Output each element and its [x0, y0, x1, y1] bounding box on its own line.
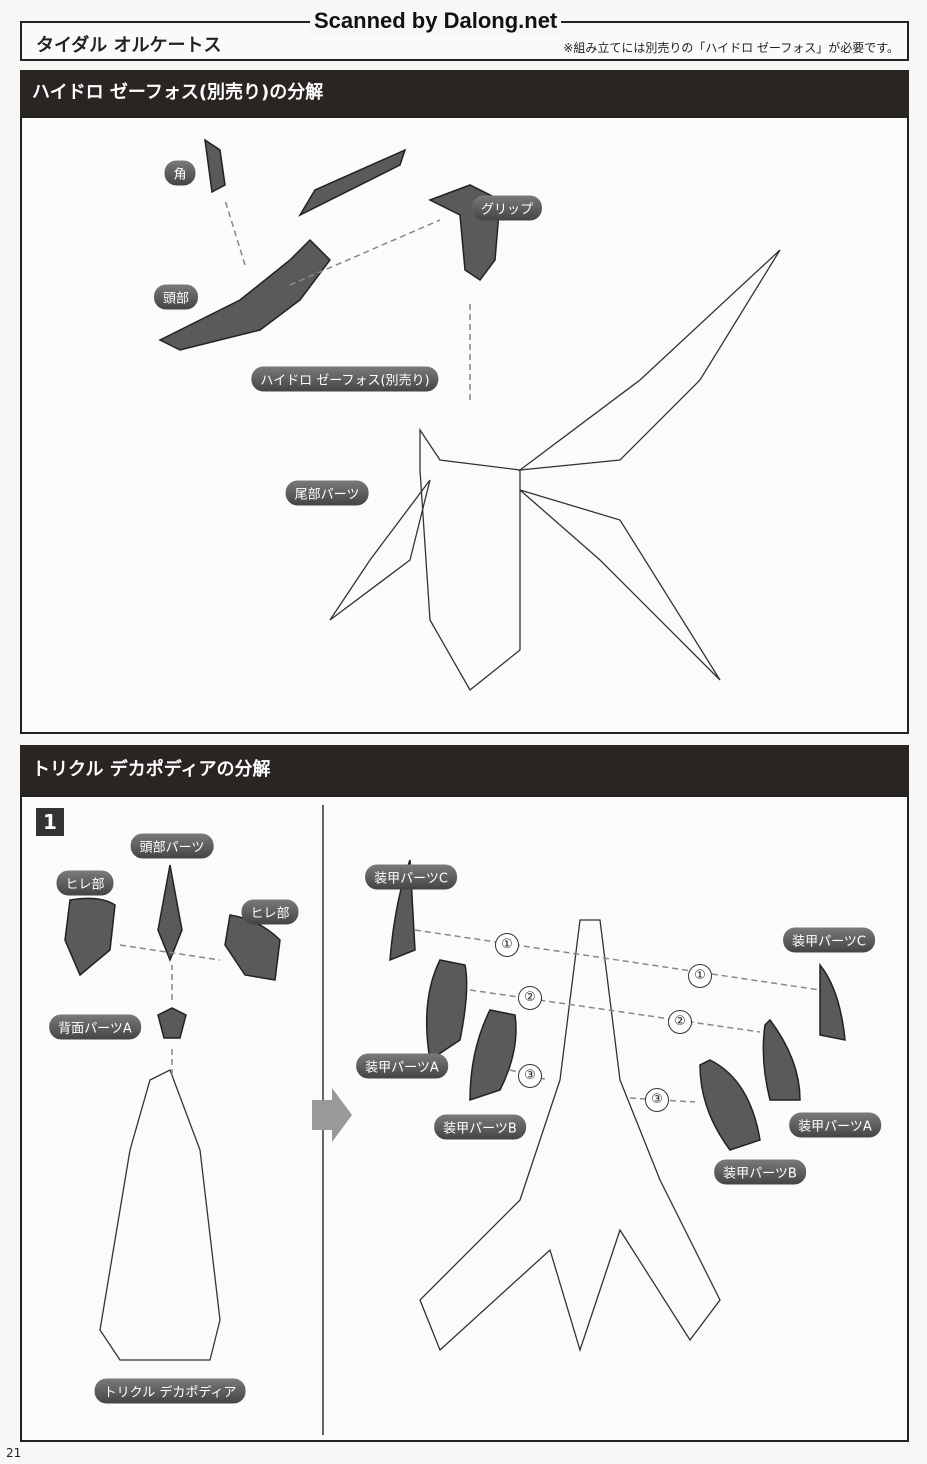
order-mark: ②	[668, 1010, 692, 1034]
step-number: 1	[36, 808, 64, 836]
order-mark: ③	[518, 1064, 542, 1088]
part-label: 装甲パーツB	[714, 1159, 806, 1185]
part-label: 装甲パーツC	[365, 864, 457, 890]
part-label: 頭部パーツ	[130, 833, 214, 859]
part-label: ヒレ部	[56, 870, 114, 896]
page-title: タイダル オルケートス	[36, 35, 222, 56]
part-label: 角	[164, 160, 196, 186]
page-number: 21	[6, 1446, 22, 1460]
order-mark: ①	[495, 933, 519, 957]
requirement-note: ※組み立てには別売りの「ハイドロ ゼーフォス」が必要です。	[563, 41, 899, 55]
part-label: トリクル デカポディア	[94, 1378, 246, 1404]
part-label: 装甲パーツA	[789, 1112, 881, 1138]
order-mark: ③	[645, 1088, 669, 1112]
part-label: 尾部パーツ	[285, 480, 369, 506]
part-label: ハイドロ ゼーフォス(別売り)	[251, 366, 439, 392]
watermark: Scanned by Dalong.net	[310, 8, 562, 34]
part-label: 装甲パーツA	[356, 1053, 448, 1079]
part-label: 背面パーツA	[49, 1014, 141, 1040]
part-label: 頭部	[153, 284, 199, 310]
section-heading: トリクル デカポディアの分解	[20, 745, 909, 795]
part-label: ヒレ部	[241, 899, 299, 925]
section-heading: ハイドロ ゼーフォス(別売り)の分解	[20, 70, 909, 116]
order-mark: ①	[688, 964, 712, 988]
part-label: グリップ	[471, 195, 543, 221]
part-label: 装甲パーツC	[783, 927, 875, 953]
part-label: 装甲パーツB	[434, 1114, 526, 1140]
order-mark: ②	[518, 986, 542, 1010]
